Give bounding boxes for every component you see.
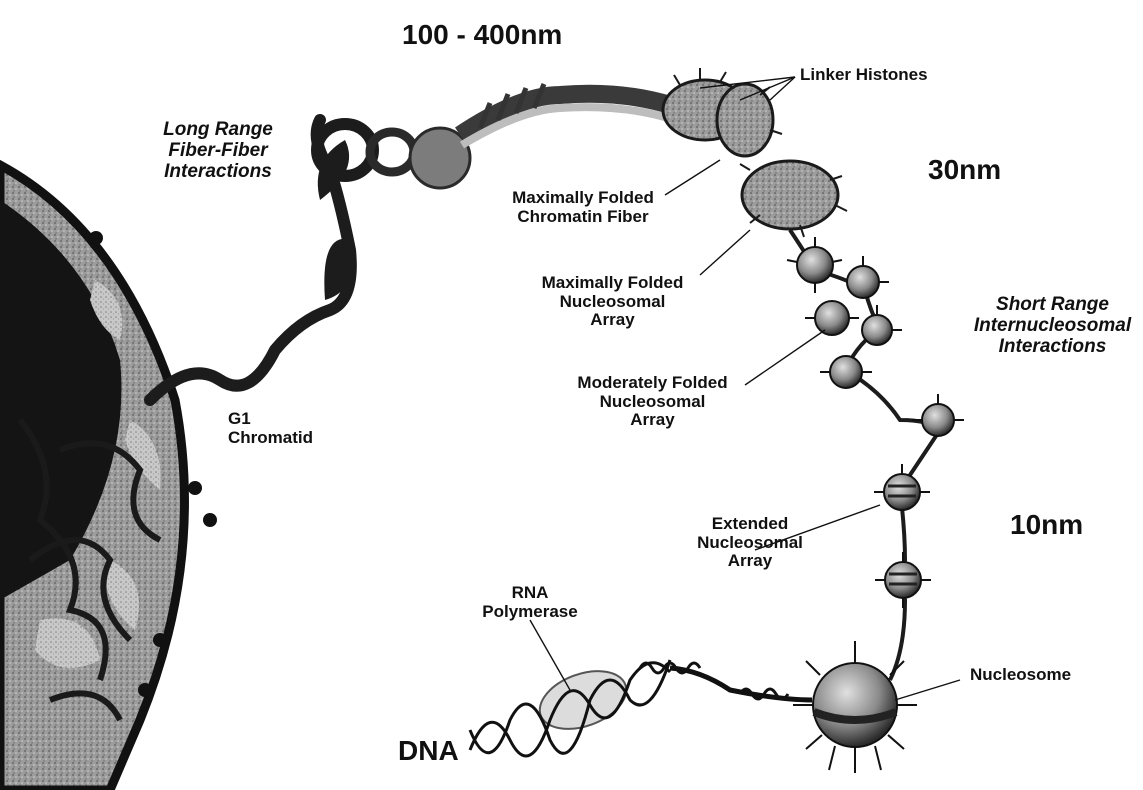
nucleosome-array bbox=[787, 230, 964, 680]
label-g1-chromatid: G1 Chromatid bbox=[228, 410, 313, 447]
label-short-range: Short Range Internucleosomal Interaction… bbox=[960, 295, 1143, 358]
dna-strand bbox=[470, 660, 812, 756]
scale-10nm: 10nm bbox=[1010, 510, 1083, 541]
label-extended-array: Extended Nucleosomal Array bbox=[670, 515, 830, 571]
label-rna-polymerase: RNA Polymerase bbox=[450, 584, 610, 621]
label-long-range: Long Range Fiber-Fiber Interactions bbox=[143, 120, 293, 183]
label-linker-histones: Linker Histones bbox=[800, 66, 928, 85]
label-dna: DNA bbox=[398, 736, 459, 767]
label-nucleosome: Nucleosome bbox=[970, 666, 1071, 685]
scale-100-400nm: 100 - 400nm bbox=[402, 20, 562, 51]
label-max-folded-fiber: Maximally Folded Chromatin Fiber bbox=[498, 189, 668, 226]
chromatin-coil bbox=[460, 84, 670, 145]
label-max-folded-array: Maximally Folded Nucleosomal Array bbox=[520, 274, 705, 330]
nucleus bbox=[0, 165, 217, 790]
scale-30nm: 30nm bbox=[928, 155, 1001, 186]
label-mod-folded-array: Moderately Folded Nucleosomal Array bbox=[555, 374, 750, 430]
